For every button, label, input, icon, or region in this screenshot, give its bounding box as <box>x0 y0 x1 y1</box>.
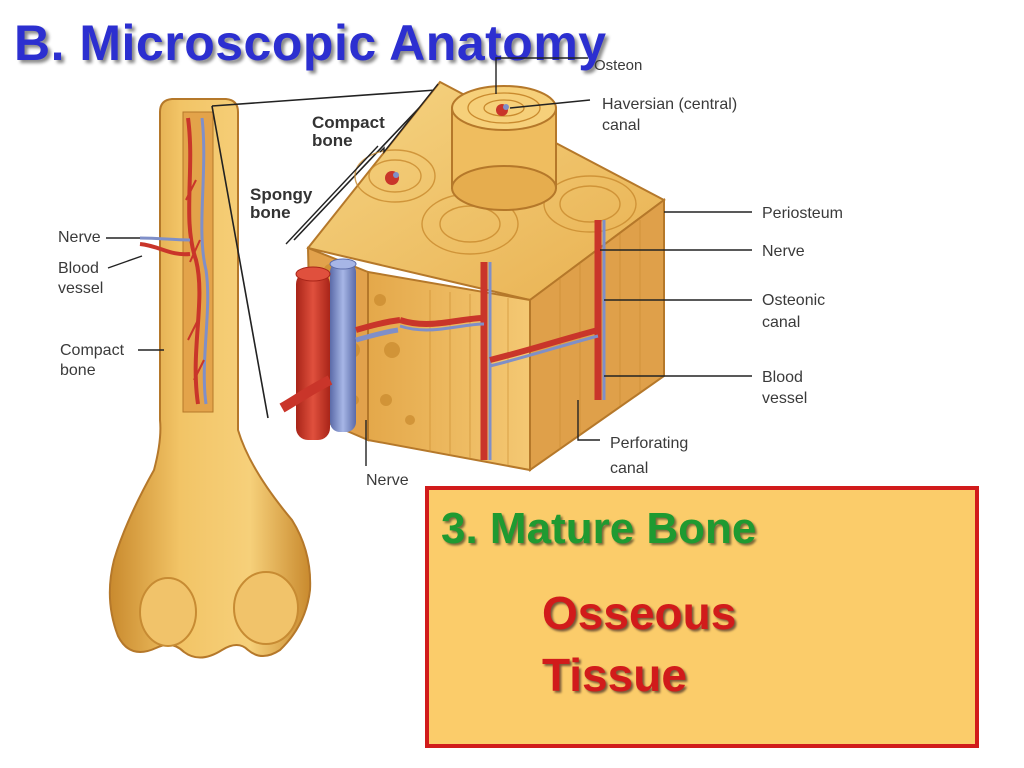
label-blood-vessel-right-2: vessel <box>762 390 808 407</box>
label-blood-vessel-right-1: Blood <box>762 369 803 386</box>
mature-bone-callout-box: 3. Mature Bone Osseous Tissue <box>425 486 979 748</box>
label-compact-bone-left-1: Compact <box>60 342 125 359</box>
label-haversian-canal-1: Haversian (central) <box>602 96 738 113</box>
leader-lines <box>106 57 752 466</box>
external-vessels <box>279 258 401 440</box>
label-nerve-bottom: Nerve <box>366 472 409 489</box>
label-perforating-canal-2: canal <box>610 460 649 477</box>
label-compact-bone-top-2: bone <box>312 131 353 150</box>
slide-title: B. Microscopic Anatomy <box>14 15 607 71</box>
callout-term-line1: Osseous <box>542 587 737 639</box>
label-blood-vessel-left-1: Blood <box>58 260 99 277</box>
label-periosteum: Periosteum <box>762 205 843 222</box>
label-blood-vessel-left-2: vessel <box>58 280 104 297</box>
label-compact-bone-left-2: bone <box>60 362 96 379</box>
label-compact-bone-top-1: Compact <box>312 113 385 132</box>
label-osteon: Osteon <box>594 57 643 74</box>
callout-heading: 3. Mature Bone <box>441 504 757 553</box>
label-perforating-canal-1: Perforating <box>610 435 689 452</box>
label-haversian-canal-2: canal <box>602 117 641 134</box>
callout-term-line2: Tissue <box>542 649 687 701</box>
zoom-lines <box>211 89 437 419</box>
label-osteonic-canal-1: Osteonic <box>762 292 826 309</box>
label-spongy-bone-2: bone <box>250 203 291 222</box>
label-nerve-right: Nerve <box>762 243 805 260</box>
long-bone <box>108 98 312 659</box>
central-canal-left <box>385 171 399 185</box>
label-osteonic-canal-2: canal <box>762 314 801 331</box>
osteon-cylinder <box>451 85 557 211</box>
label-spongy-bone-1: Spongy <box>250 185 313 204</box>
label-nerve-left: Nerve <box>58 229 101 246</box>
